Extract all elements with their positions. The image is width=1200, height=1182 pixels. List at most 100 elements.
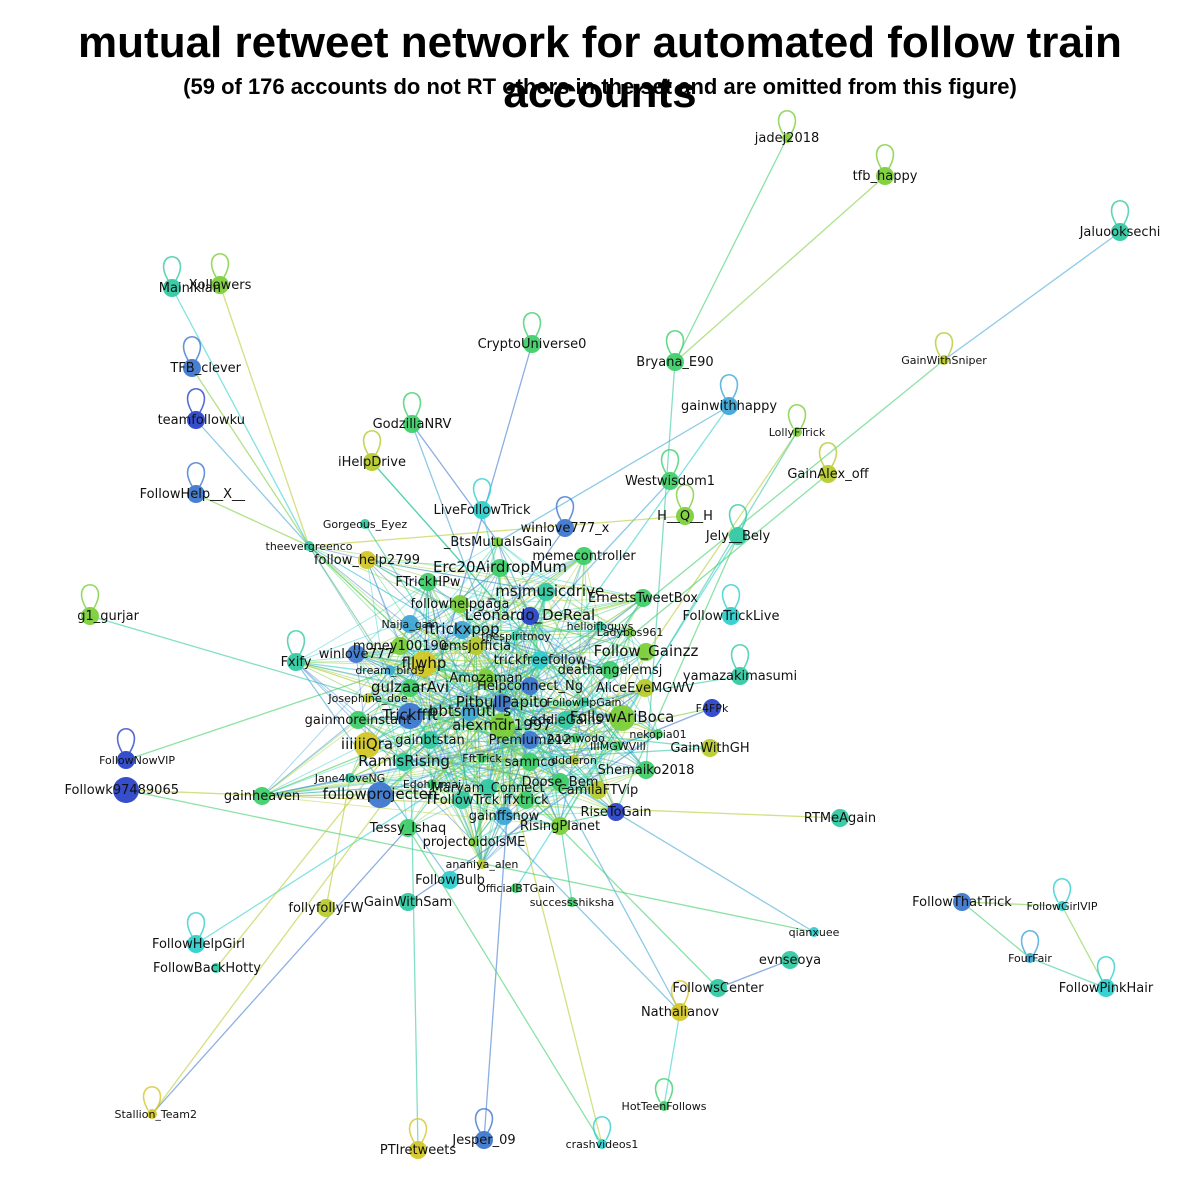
core-edge — [355, 645, 477, 655]
node-CryptoUniverse0 — [523, 335, 541, 353]
node-label-OfficialBTGain: OfficialBTGain — [477, 882, 555, 895]
node-label-Westwisdom1: Westwisdom1 — [625, 474, 715, 489]
core-edge — [355, 653, 527, 801]
core-edge — [367, 623, 411, 699]
node-label-memecontroller: memecontroller — [532, 549, 636, 564]
core-edge — [366, 739, 531, 746]
edge-Shemaiko2018 — [371, 461, 647, 771]
core-edge — [461, 629, 483, 759]
node-FollowHelpGirl — [187, 935, 205, 953]
core-edge — [366, 559, 644, 599]
node-alexmdr1997 — [489, 713, 515, 739]
node-CamilaFTVip — [589, 781, 607, 799]
node-label-Follow_Gainzz: Follow_Gainzz — [594, 642, 699, 661]
core-edge — [475, 555, 585, 647]
core-edge — [389, 555, 585, 671]
node-FollowHelp__X__ — [187, 485, 205, 503]
self-loop-LollyFTrick — [787, 404, 807, 429]
self-loop-FollowGirlVIP — [1052, 878, 1072, 903]
edge-crashvideos1 — [407, 827, 603, 1145]
core-edge — [389, 629, 463, 671]
node-label-gulzaarAvi: gulzaarAvi — [371, 678, 449, 696]
node-Follow_Gainzz — [637, 643, 655, 661]
core-edge — [357, 719, 527, 801]
edge-Doose_Bem — [438, 760, 561, 783]
node-Jesper_09 — [475, 1131, 493, 1149]
core-edge — [308, 545, 391, 671]
node-memecontroller — [575, 547, 593, 565]
core-edge — [573, 555, 585, 761]
core-edge — [475, 645, 585, 703]
self-loop-GodzillaNRV — [402, 392, 422, 417]
node-follyfollyFW — [317, 899, 335, 917]
edge-RiseToGain — [497, 541, 617, 813]
self-loop-MainIklan — [162, 256, 182, 281]
node-label-CryptoUniverse0: CryptoUniverse0 — [478, 337, 587, 352]
core-edge — [583, 555, 601, 627]
node-follow_help2799 — [358, 551, 376, 569]
core-edge — [559, 717, 623, 827]
self-loop-LiveFollowTrick — [472, 478, 492, 503]
core-edge — [366, 559, 487, 679]
node-label-winlove777: winlove777 — [319, 647, 394, 662]
core-edge — [407, 702, 503, 829]
node-label-Jane4loveNG: Jane4loveNG — [314, 772, 386, 785]
node-label-F4FPk: F4FPk — [696, 702, 729, 715]
node-Leonardo_DeReal — [521, 607, 539, 625]
core-edge — [503, 685, 531, 817]
edge-gainwithhappy — [501, 405, 730, 727]
core-edge — [473, 719, 567, 843]
core-edge — [497, 541, 623, 719]
core-edge — [399, 597, 644, 647]
core-edge — [529, 739, 647, 771]
core-edge — [366, 559, 547, 593]
node-label-H__Q__H: H__Q__H — [657, 509, 713, 524]
edge-FollowThatTrick — [961, 901, 1031, 959]
core-edge — [295, 661, 475, 843]
edge-Ladybos961 — [461, 629, 631, 633]
node-label-FourFair: FourFair — [1008, 952, 1052, 965]
core-edge — [389, 669, 617, 813]
node-label-Erc20AirdropMum: Erc20AirdropMum — [433, 558, 567, 576]
edge-teamfollowku — [195, 419, 310, 547]
core-edge — [308, 545, 617, 813]
self-loop-Jely__Bely — [728, 504, 748, 529]
edge-FollowBackHotty — [215, 735, 404, 969]
self-loop-crashvideos1 — [592, 1116, 612, 1141]
core-edge — [366, 559, 463, 801]
core-edge — [407, 701, 585, 829]
self-loop-HotTeenFollows — [654, 1078, 674, 1103]
node-FollowHpGain — [579, 697, 589, 707]
node-label-Helpconnect_Ng: Helpconnect_Ng — [477, 679, 583, 694]
core-edge — [295, 661, 369, 699]
node-Helpconnect_Ng — [521, 677, 539, 695]
core-edge — [487, 745, 619, 789]
node-_BtsMutualsGain — [493, 537, 503, 547]
node-label-Tessy_Ishaq: Tessy_Ishaq — [369, 821, 447, 836]
node-winlove777 — [347, 645, 365, 663]
self-loop-Xollowers — [210, 253, 230, 278]
core-edge — [487, 759, 575, 789]
node-label-MainIklan: MainIklan — [159, 281, 221, 296]
node-label-eddieGains: eddieGains — [530, 713, 603, 728]
core-edge — [261, 789, 599, 797]
self-loop-CryptoUniverse0 — [522, 312, 542, 337]
node-label-LiveFollowTrick: LiveFollowTrick — [434, 503, 531, 518]
self-loop-FollowPinkHair — [1096, 956, 1116, 981]
edge-GodzillaNRV — [411, 423, 499, 543]
node-Naija_gain — [401, 615, 419, 633]
node-label-teamfollowku: teamfollowku — [158, 413, 245, 428]
edge-Premium212 — [411, 423, 531, 741]
core-edge — [499, 567, 585, 703]
edge-MainIklan — [171, 287, 310, 547]
core-edge — [481, 701, 585, 865]
core-edge — [529, 615, 659, 735]
core-edge — [475, 645, 599, 791]
core-edge — [366, 559, 601, 627]
core-edge — [501, 615, 531, 704]
core-edge — [497, 541, 561, 783]
node-Josephine_doe — [363, 693, 373, 703]
node-F4FPk — [703, 699, 721, 717]
core-edge — [503, 811, 617, 817]
node-label-emsjofficia: emsjofficia — [441, 639, 511, 654]
